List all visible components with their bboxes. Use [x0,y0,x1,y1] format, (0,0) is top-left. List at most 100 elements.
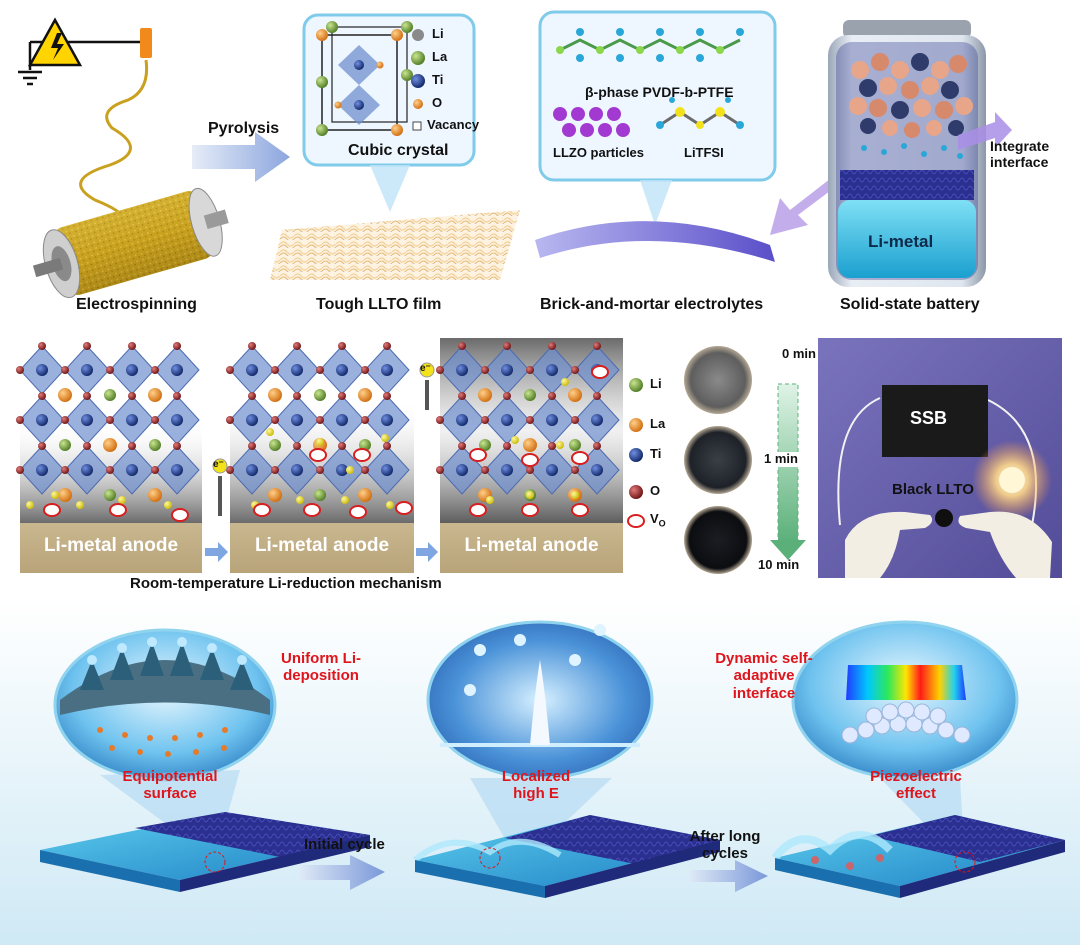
lattice-o-atom [316,366,324,374]
lattice-o-atom [151,466,159,474]
reduced-li-atom [266,428,274,436]
lattice-ti-atom [126,364,138,376]
lattice-o-atom [106,466,114,474]
oxygen-vacancy [354,449,370,461]
lattice-la-atom [58,388,72,402]
oxygen-vacancy [572,452,588,464]
mid-legend-li [629,378,643,392]
lattice-ti-atom [246,414,258,426]
lattice-li-atom [569,439,581,451]
lattice-o-atom [271,366,279,374]
vo-sub: O [659,519,666,529]
legend-la-ball [411,51,425,65]
lattice-o-atom [38,442,46,450]
piezo-label: Piezoelectric effect [866,768,966,803]
lattice-o-atom [503,392,511,400]
reduced-li-atom [118,496,126,504]
lattice-ti-atom [546,464,558,476]
lattice-o-atom [383,392,391,400]
lattice-o-atom [526,366,534,374]
lattice-o-atom [383,442,391,450]
legend-ti-ball [411,74,425,88]
lattice-o-atom [226,416,234,424]
lattice-ti-atom [501,414,513,426]
fiber-layer [840,170,974,200]
lattice-o-atom [436,366,444,374]
electron-label-1: e⁻ [213,459,224,471]
lattice-ti-atom [456,414,468,426]
lattice-ti-atom [246,464,258,476]
lattice-o-atom [226,366,234,374]
lattice-o-atom [128,392,136,400]
lattice-ti-atom [546,414,558,426]
lattice-o-atom [338,342,346,350]
lattice-ti-atom [336,414,348,426]
lattice-o-atom [436,416,444,424]
lattice-la-atom [358,488,372,502]
oxygen-vacancy [572,504,588,516]
reduced-li-atom [164,501,172,509]
ssb-label: Solid-state battery [840,296,980,314]
oxygen-vacancy [110,504,126,516]
reduced-li-atom [511,436,519,444]
reduced-li-atom [316,438,324,446]
after-long-label: After long cycles [688,828,762,863]
black-llto-disc [935,509,953,527]
legend-li-ball [412,29,424,41]
reduced-li-atom [571,491,579,499]
brick-mortar-label: Brick-and-mortar electrolytes [540,296,763,314]
mechanism-label: Room-temperature Li-reduction mechanism [130,575,442,592]
lattice-o-atom [436,466,444,474]
lattice-o-atom [361,366,369,374]
lattice-li-atom [104,389,116,401]
lattice-li-atom [269,439,281,451]
piezo-rainbow [846,665,966,700]
electrospinning-label: Electrospinning [76,296,197,314]
crystal-legend-li: Li [432,27,444,42]
mid-legend-li-label: Li [650,377,662,392]
crystal-legend-vacancy: Vacancy [427,118,479,133]
crystal-legend-o: O [432,96,442,111]
lattice-ti-atom [456,464,468,476]
lattice-o-atom [458,342,466,350]
lattice-o-atom [458,392,466,400]
lattice-li-atom [149,439,161,451]
disc-1min [684,426,752,494]
tough-film-label: Tough LLTO film [316,296,441,314]
lattice-la-atom [568,388,582,402]
lattice-o-atom [293,342,301,350]
lattice-o-atom [503,442,511,450]
lattice-ti-atom [591,464,603,476]
reduced-li-atom [51,491,59,499]
lattice-la-atom [358,388,372,402]
lattice-ti-atom [291,364,303,376]
crystal-legend-la: La [432,50,447,65]
crystal-legend-ti: Ti [432,73,443,88]
reduced-li-atom [556,441,564,449]
lattice-o-atom [458,442,466,450]
lattice-ti-atom [126,414,138,426]
lattice-o-atom [361,416,369,424]
lattice-o-atom [481,416,489,424]
pyrolysis-label: Pyrolysis [208,120,279,138]
lattice-o-atom [481,466,489,474]
reduced-li-atom [26,501,34,509]
mid-legend-vo [628,515,644,527]
lattice-ti-atom [381,364,393,376]
lattice-o-atom [38,342,46,350]
lattice-ti-atom [171,364,183,376]
lattice-la-atom [523,438,537,452]
lattice-o-atom [271,466,279,474]
lattice-o-atom [593,342,601,350]
oxygen-vacancy [350,506,366,518]
anode-label-3: Li-metal anode [440,535,623,557]
equipotential-label: Equipotential surface [120,768,220,803]
lattice-o-atom [293,442,301,450]
lattice-li-atom [524,389,536,401]
lattice-o-atom [316,466,324,474]
lattice-o-atom [248,342,256,350]
uniform-label: Uniform Li-deposition [278,650,364,685]
reduced-li-atom [296,496,304,504]
oxygen-vacancy [522,454,538,466]
